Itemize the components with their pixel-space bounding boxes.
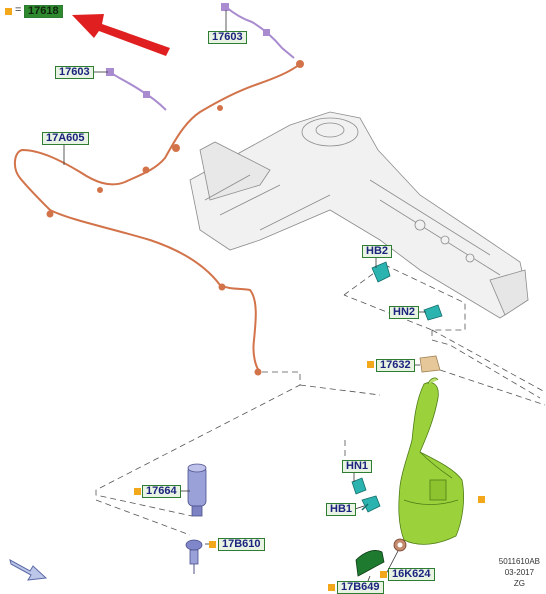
washer-hose-17a605 [14, 60, 304, 376]
reference-dashed-lines [95, 264, 546, 536]
bolt-hb1 [361, 495, 381, 513]
callout-hb2: HB2 [362, 245, 393, 258]
callout-16k624: 16K624 [388, 568, 435, 581]
callout-17b610: 17B610 [218, 538, 265, 551]
washer-pump-17664 [187, 463, 207, 517]
callout-17632: 17632 [376, 359, 415, 372]
marker-17b610 [209, 541, 216, 548]
callout-hn1: HN1 [342, 460, 373, 473]
callout-hb1: HB1 [326, 503, 357, 516]
clip-hb2 [371, 261, 391, 283]
washer-reservoir [398, 377, 464, 545]
grommet-16k624 [393, 538, 407, 552]
footer-info: 5011610AB 03-2017 ZG [499, 557, 540, 588]
callout-17603-upper: 17603 [208, 31, 247, 44]
reservoir-cap-17632 [419, 355, 441, 373]
nut-hn1 [351, 477, 367, 495]
callout-17a605: 17A605 [42, 132, 89, 145]
marker-main [5, 8, 12, 15]
red-arrow-icon [72, 14, 170, 56]
marker-17b649 [328, 584, 335, 591]
connector-17b649 [355, 550, 385, 577]
callout-hn2: HN2 [389, 306, 420, 319]
footer-tag: ZG [513, 579, 525, 588]
front-direction-arrow-icon [9, 559, 48, 581]
marker-16k624 [380, 571, 387, 578]
equals-prefix: = [15, 4, 22, 16]
marker-17664 [134, 488, 141, 495]
callout-17603-lower: 17603 [55, 66, 94, 79]
callout-17b649: 17B649 [337, 581, 384, 594]
nut-hn2 [423, 304, 443, 321]
washer-cable-17603-upper [221, 3, 295, 59]
main-part-number: 17618 [24, 5, 63, 18]
footer-code: 5011610AB [498, 557, 540, 566]
body-rail-structure [189, 111, 529, 319]
pump-seal-17b610 [185, 539, 203, 574]
washer-cable-17603-lower [106, 68, 167, 111]
marker-reservoir-right [478, 496, 485, 503]
marker-17632 [367, 361, 374, 368]
footer-date: 03-2017 [504, 568, 535, 577]
callout-17664: 17664 [142, 485, 181, 498]
